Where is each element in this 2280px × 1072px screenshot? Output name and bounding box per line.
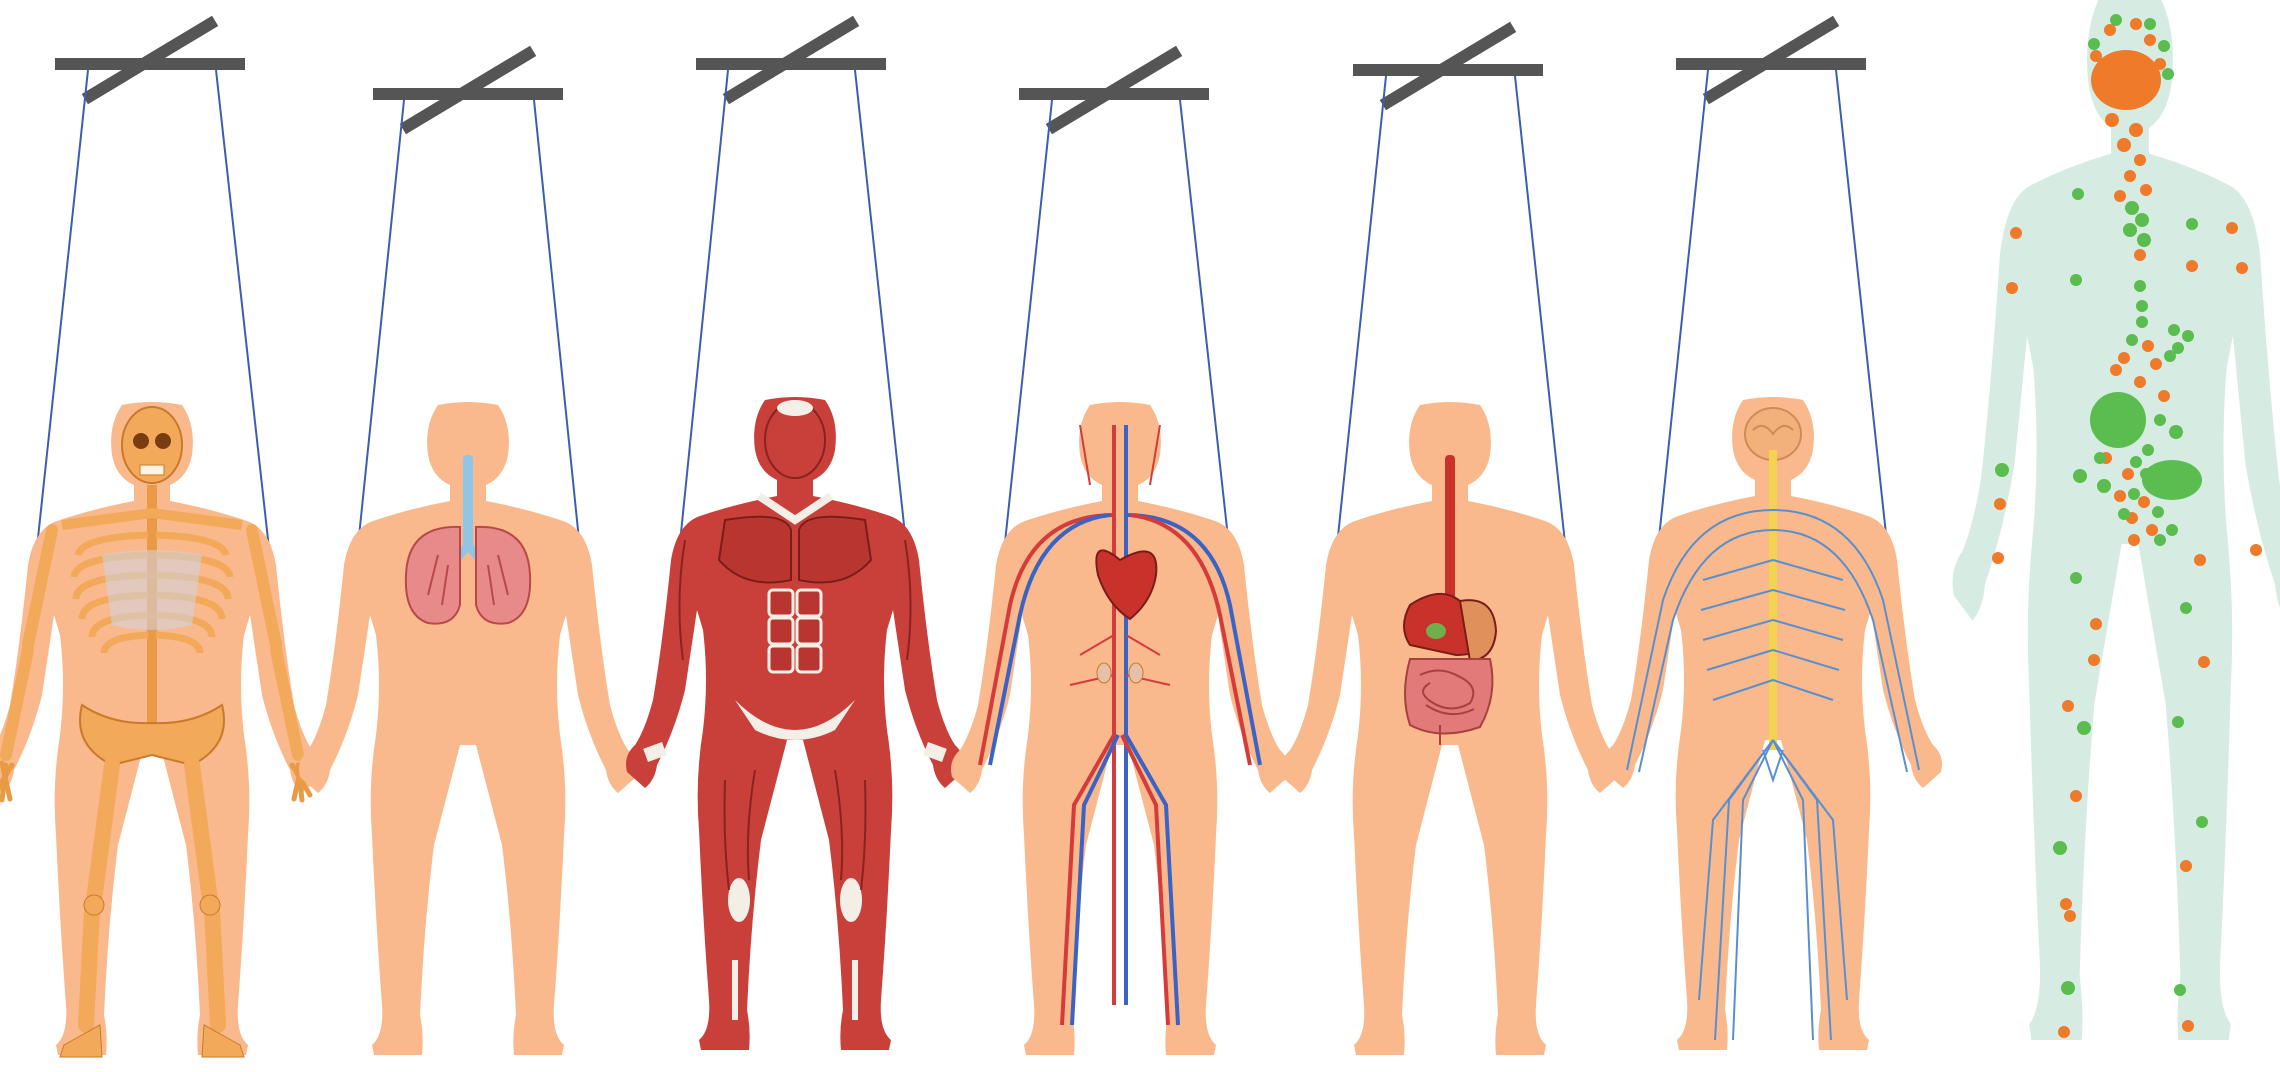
muscle-figure [626,397,964,1050]
panel-whole-body-distribution [1953,0,2280,1040]
crossbar-icon [55,24,245,96]
panel-respiratory [299,54,637,1055]
crossbar-icon [1019,54,1209,126]
digestive-organs-figure [1281,402,1619,1055]
dotted-body-figure [1953,0,2280,1040]
panel-skeletal [0,24,321,1057]
nerves-figure [1604,397,1942,1050]
panel-nervous [1604,24,1942,1050]
panel-circulatory [951,54,1289,1055]
panel-muscular [626,24,964,1050]
skeleton-figure [0,402,321,1057]
crossbar-icon [1353,30,1543,102]
lungs-figure [299,402,637,1055]
heart-vessels-figure [951,402,1289,1055]
panel-digestive [1281,30,1619,1055]
